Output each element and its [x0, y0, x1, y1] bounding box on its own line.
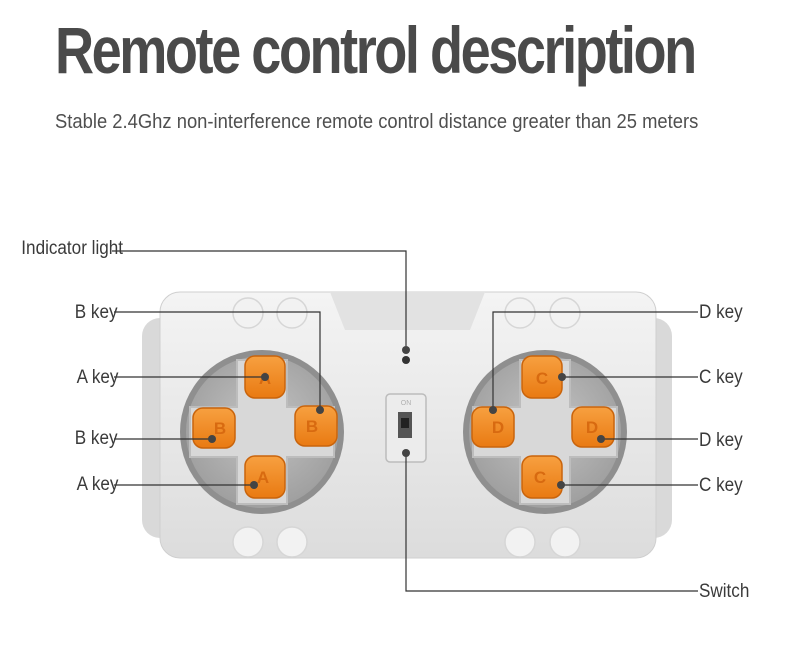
studs [232, 297, 581, 558]
label-left-a-key-bottom: A key [76, 474, 119, 495]
leader-dots [208, 346, 605, 489]
left-left-button[interactable]: B [192, 407, 236, 449]
left-down-button[interactable]: A [244, 455, 286, 499]
right-down-button[interactable]: C [521, 455, 563, 499]
label-left-b-key-top: B key [74, 302, 118, 323]
label-left-b-key-bottom: B key [74, 428, 118, 449]
label-switch: Switch [699, 581, 750, 602]
right-down-letter: C [534, 468, 546, 487]
label-right-d-key-bottom: D key [699, 430, 743, 451]
left-right-button[interactable]: B [294, 405, 338, 447]
label-left-a-key-top: A key [76, 367, 119, 388]
right-up-letter: C [536, 369, 548, 388]
left-right-letter: B [306, 417, 318, 436]
label-right-c-key-bottom: C key [699, 475, 743, 496]
right-right-letter: D [586, 418, 598, 437]
left-pad [180, 350, 344, 514]
leader-lines [112, 250, 698, 592]
indicator-light [402, 356, 410, 364]
left-left-letter: B [214, 419, 226, 438]
page-subtitle: Stable 2.4Ghz non-interference remote co… [55, 111, 699, 133]
label-indicator-light: Indicator light [21, 238, 124, 259]
label-right-d-key-top: D key [699, 302, 743, 323]
label-right-c-key-top: C key [699, 367, 743, 388]
switch-on-text: ON [401, 400, 412, 407]
page-title: Remote control description [55, 13, 697, 87]
right-up-button[interactable]: C [521, 355, 563, 399]
power-switch[interactable]: ON [385, 393, 427, 463]
right-left-letter: D [492, 418, 504, 437]
left-down-letter: A [257, 468, 269, 487]
right-pad [463, 350, 627, 514]
right-right-button[interactable]: D [571, 406, 615, 448]
